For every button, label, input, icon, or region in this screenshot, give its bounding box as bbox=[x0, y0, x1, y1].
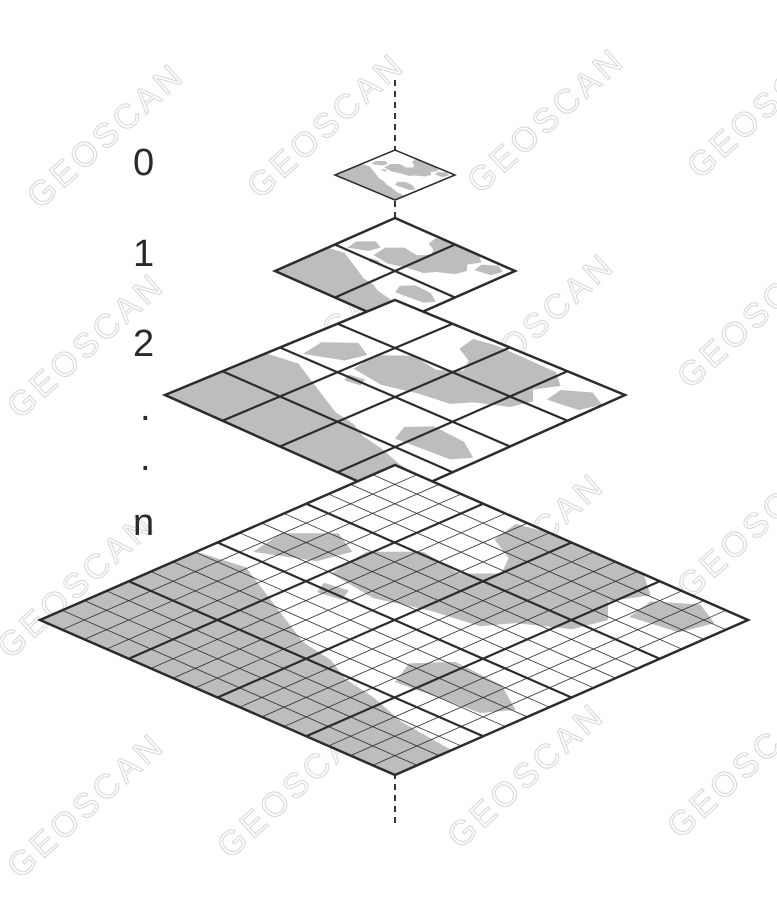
geoscan-watermark: GEOSCAN bbox=[660, 685, 777, 846]
geoscan-watermark: GEOSCAN bbox=[670, 445, 777, 606]
level-0-tile bbox=[335, 150, 455, 200]
level-label-dot-2: . bbox=[140, 437, 151, 479]
geoscan-watermark: GEOSCAN bbox=[20, 55, 193, 216]
geoscan-watermark: GEOSCAN bbox=[670, 235, 777, 396]
geoscan-watermark: GEOSCAN bbox=[680, 25, 777, 186]
level-label-n: n bbox=[133, 502, 154, 544]
geoscan-watermark: GEOSCAN bbox=[460, 40, 633, 201]
level-label-1: 1 bbox=[133, 233, 154, 275]
level-label-dot-1: . bbox=[140, 387, 151, 429]
geoscan-watermark: GEOSCAN bbox=[0, 725, 173, 886]
level-label-2: 2 bbox=[133, 323, 154, 365]
level-label-0: 0 bbox=[133, 142, 154, 184]
